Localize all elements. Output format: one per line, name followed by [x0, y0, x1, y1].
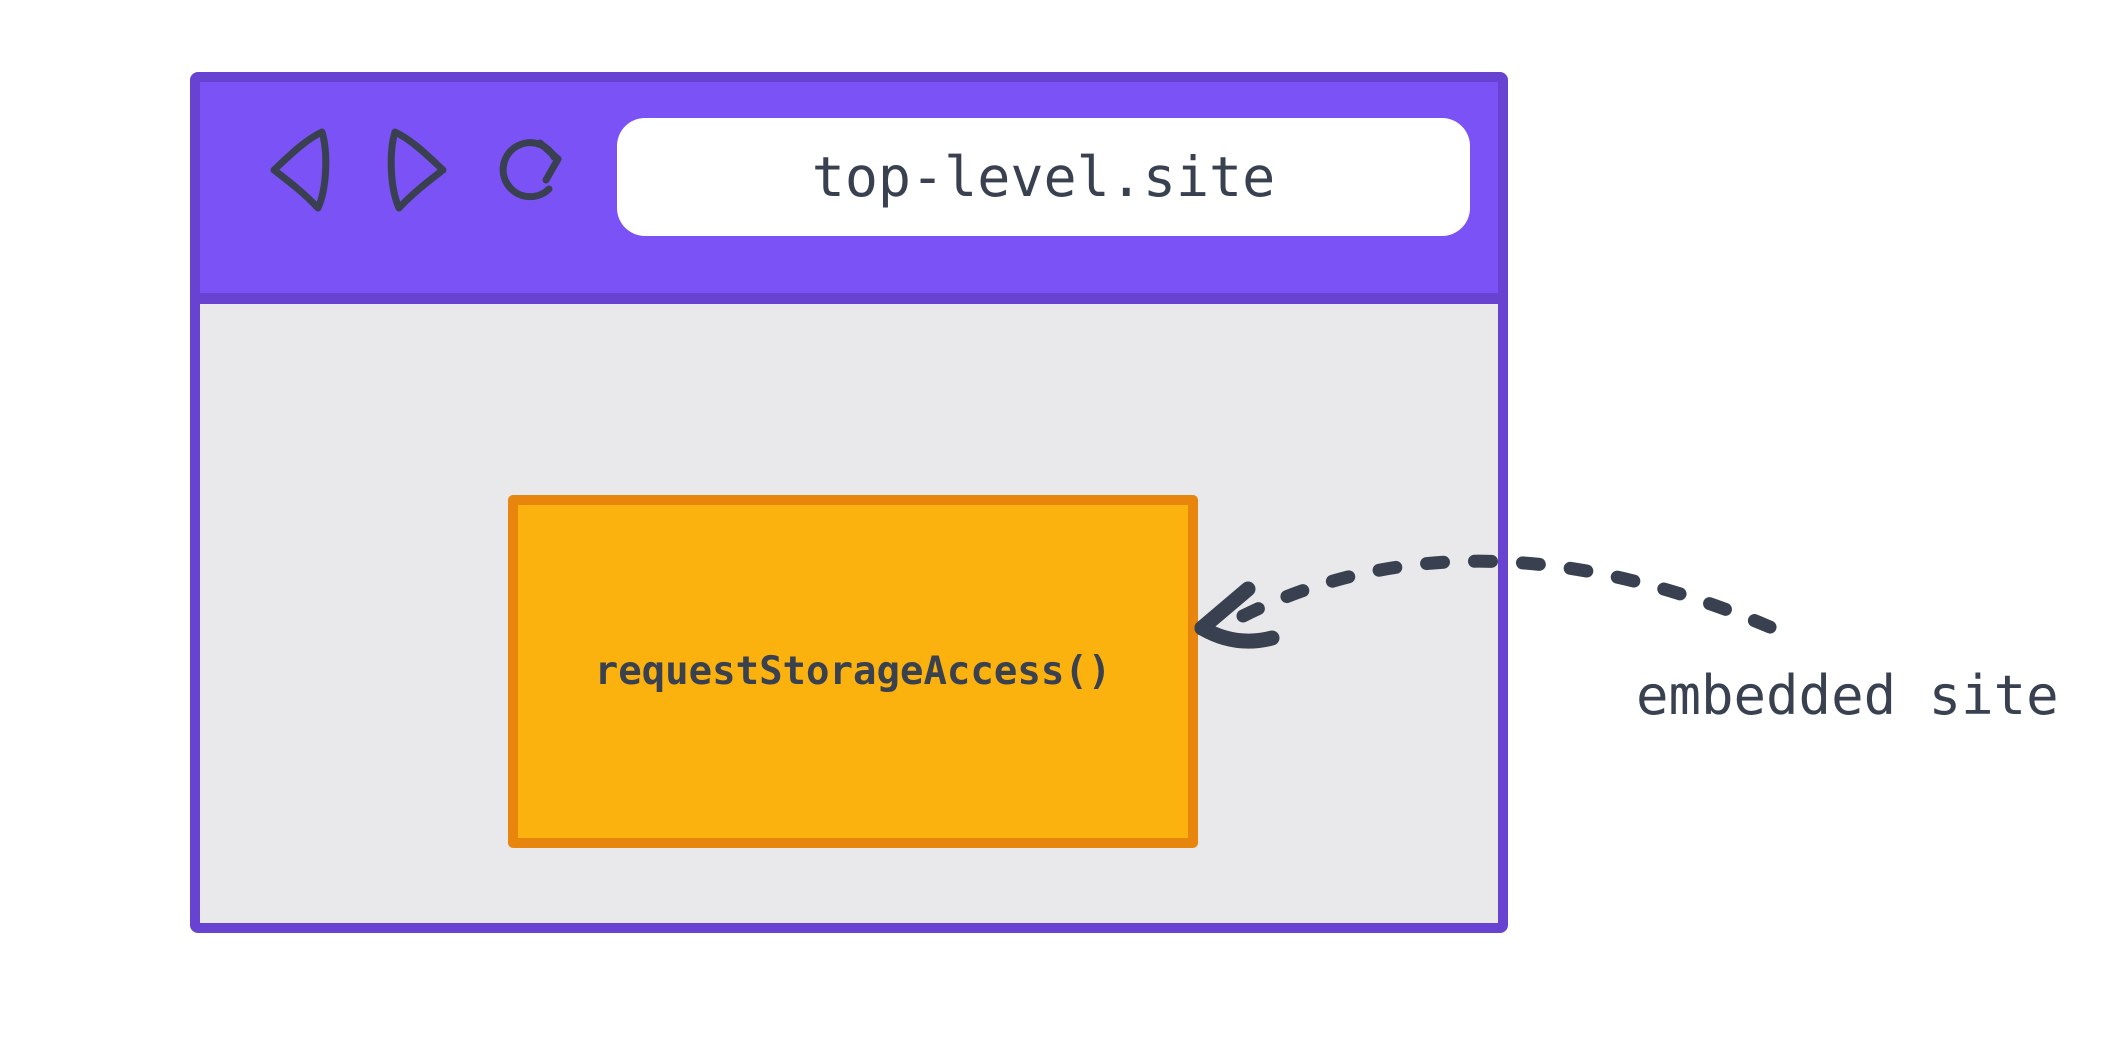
browser-content: requestStorageAccess() — [200, 304, 1498, 923]
request-storage-access-label: requestStorageAccess() — [594, 649, 1112, 694]
forward-icon[interactable] — [371, 125, 461, 215]
browser-window: top-level.site requestStorageAccess() — [190, 72, 1508, 933]
browser-toolbar: top-level.site — [200, 82, 1498, 304]
url-text: top-level.site — [811, 145, 1276, 209]
reload-icon[interactable] — [485, 125, 575, 215]
url-bar[interactable]: top-level.site — [617, 118, 1470, 236]
embedded-site-label: embedded site — [1636, 664, 2059, 727]
embedded-iframe[interactable]: requestStorageAccess() — [508, 495, 1198, 848]
back-icon[interactable] — [256, 125, 346, 215]
